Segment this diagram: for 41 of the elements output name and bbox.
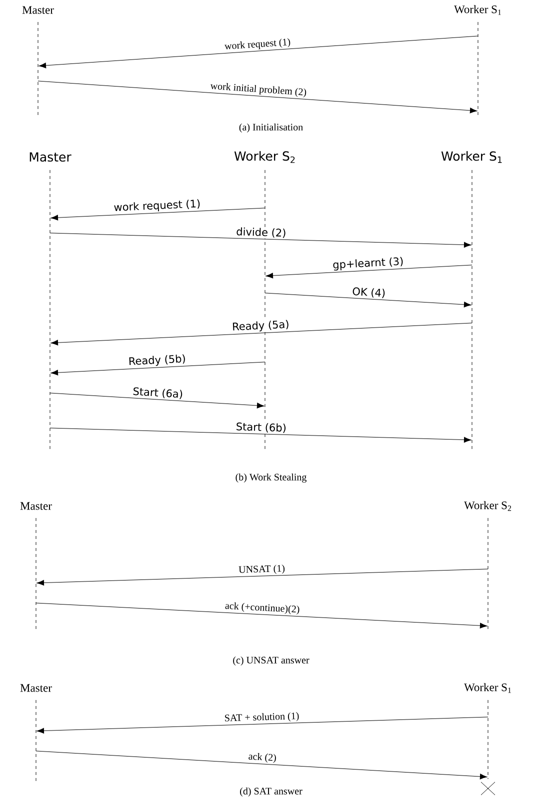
edge-label: gp+learnt (3) [331,256,405,272]
arrow [38,36,478,68]
edge-label: Start (6b) [234,421,288,434]
arrow [50,392,264,408]
caption: (d) SAT answer [240,787,302,797]
caption: (b) Work Stealing [236,473,306,483]
edge-label: Ready (5b) [127,353,188,368]
participant-name: Worker S$_{1}$ [464,683,511,693]
edge-label: Start (6a) [131,386,184,400]
participant-name: Master [20,502,52,510]
participant-name: Worker S$_{1}$ [454,5,501,15]
arrow [50,362,266,376]
edge-label: UNSAT (1) [237,564,286,576]
edge-label: ack (2) [247,751,278,764]
participant-name: Worker S$_{2}$ [464,501,512,511]
arrow [50,322,472,346]
edge-label: ack (+continue)(2) [224,600,301,616]
arrow [36,750,488,780]
arrow [50,232,472,248]
arrow [36,602,488,628]
edge-label: work request (1) [112,198,202,214]
arrow [38,80,478,114]
participant-name: Master [20,684,52,692]
participant-name: Master [22,6,54,14]
edge-label: SAT + solution (1) [223,711,300,724]
participant-name: Worker S$_{1}$ [441,151,502,163]
participant-name: Master [30,152,72,162]
caption: (a) Initialisation [239,123,303,133]
edge-label: OK (4) [350,286,387,300]
edge-label: work initial problem (2) [208,80,308,99]
arrow [50,428,472,443]
arrow [36,716,488,734]
edge-label: Ready (5a) [230,318,291,334]
caption: (c) UNSAT answer [233,656,310,666]
arrow [264,292,472,308]
participant-name: Worker S$_{2}$ [234,151,295,163]
arrow [266,264,472,278]
arrow [36,568,488,586]
arrow [50,208,266,220]
edge-label: divide (2) [235,226,288,240]
edge-label: work request (1) [223,36,292,53]
